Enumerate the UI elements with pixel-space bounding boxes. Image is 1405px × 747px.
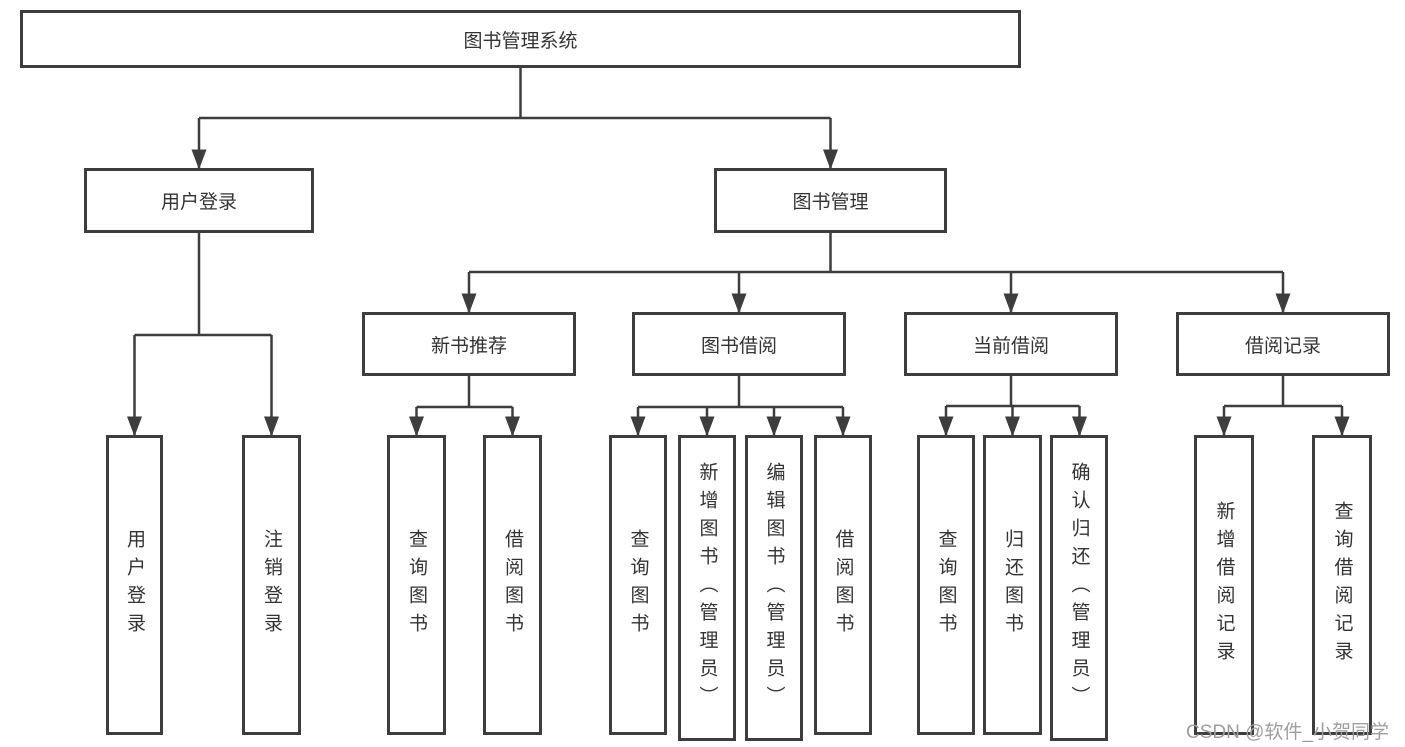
node-leaf-borrow-books: 借阅图书 bbox=[814, 435, 872, 735]
node-new-book-recommendation: 新书推荐 bbox=[362, 312, 576, 376]
node-label: 新增借阅记录 bbox=[1213, 501, 1235, 669]
node-user-login-module: 用户登录 bbox=[84, 168, 314, 233]
node-leaf-query-books-current: 查询图书 bbox=[917, 435, 975, 735]
node-leaf-user-login: 用户登录 bbox=[106, 435, 163, 735]
node-label: 图书管理系统 bbox=[463, 30, 578, 52]
node-label: 借阅图书 bbox=[832, 529, 854, 641]
node-leaf-borrow-books-recommend: 借阅图书 bbox=[483, 435, 542, 735]
node-borrowing-records: 借阅记录 bbox=[1176, 312, 1390, 376]
node-current-borrowing: 当前借阅 bbox=[904, 312, 1118, 376]
node-label: 查询借阅记录 bbox=[1331, 501, 1353, 669]
node-leaf-confirm-return-admin: 确认归还（管理员） bbox=[1050, 435, 1108, 741]
node-book-management-module: 图书管理 bbox=[714, 168, 947, 233]
node-book-borrowing: 图书借阅 bbox=[632, 312, 846, 376]
node-leaf-add-books-admin: 新增图书（管理员） bbox=[678, 435, 736, 741]
node-label: 确认归还（管理员） bbox=[1068, 462, 1090, 714]
node-leaf-return-books: 归还图书 bbox=[983, 435, 1042, 735]
node-leaf-logout: 注销登录 bbox=[242, 435, 301, 735]
node-label: 图书管理 bbox=[792, 192, 869, 213]
node-leaf-query-borrow-record: 查询借阅记录 bbox=[1312, 435, 1372, 735]
node-label: 查询图书 bbox=[935, 529, 957, 641]
node-label: 查询图书 bbox=[406, 529, 427, 641]
csdn-watermark: CSDN @软件_小贺同学 bbox=[1186, 722, 1389, 743]
node-label: 借阅记录 bbox=[1244, 335, 1321, 357]
node-label: 借阅图书 bbox=[502, 529, 523, 641]
node-label: 新书推荐 bbox=[430, 335, 507, 357]
node-label: 查询图书 bbox=[627, 529, 649, 641]
node-root-library-system: 图书管理系统 bbox=[20, 10, 1021, 68]
node-label: 用户登录 bbox=[124, 529, 145, 641]
node-label: 当前借阅 bbox=[972, 335, 1049, 357]
node-label: 用户登录 bbox=[160, 192, 237, 213]
node-leaf-query-books-recommend: 查询图书 bbox=[387, 435, 446, 735]
node-leaf-edit-books-admin: 编辑图书（管理员） bbox=[745, 435, 803, 741]
node-label: 注销登录 bbox=[261, 529, 282, 641]
node-leaf-add-borrow-record: 新增借阅记录 bbox=[1194, 435, 1254, 735]
node-leaf-query-books-borrowing: 查询图书 bbox=[609, 435, 667, 735]
node-label: 编辑图书（管理员） bbox=[763, 462, 785, 714]
node-label: 归还图书 bbox=[1002, 529, 1023, 641]
node-label: 新增图书（管理员） bbox=[696, 462, 718, 714]
node-label: 图书借阅 bbox=[700, 335, 777, 357]
